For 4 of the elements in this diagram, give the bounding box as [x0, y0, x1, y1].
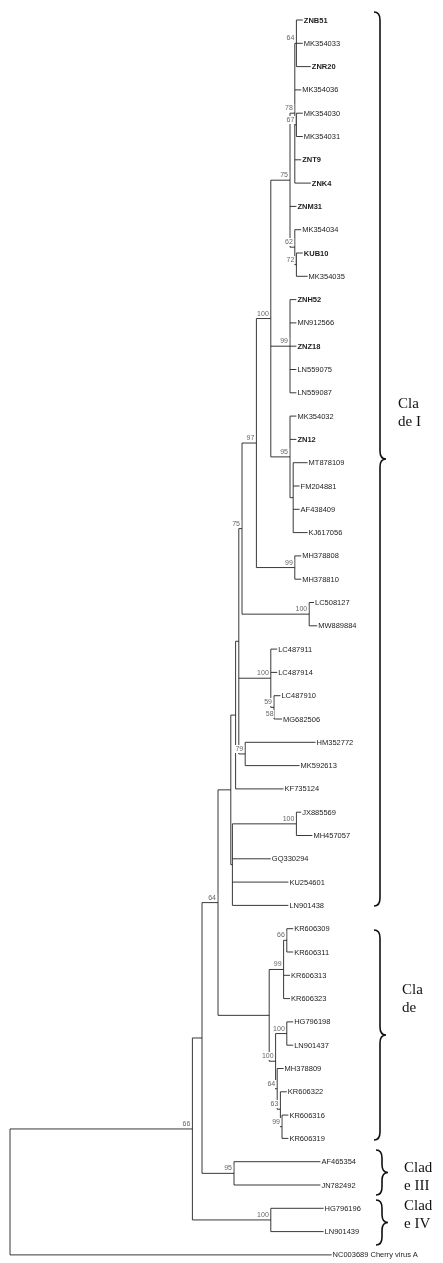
clade-label: Clade III [404, 1158, 434, 1194]
clade-label: Clade I [398, 394, 422, 430]
clade-label: Clade [402, 980, 424, 1016]
clade-label: Clade IV [404, 1196, 434, 1232]
